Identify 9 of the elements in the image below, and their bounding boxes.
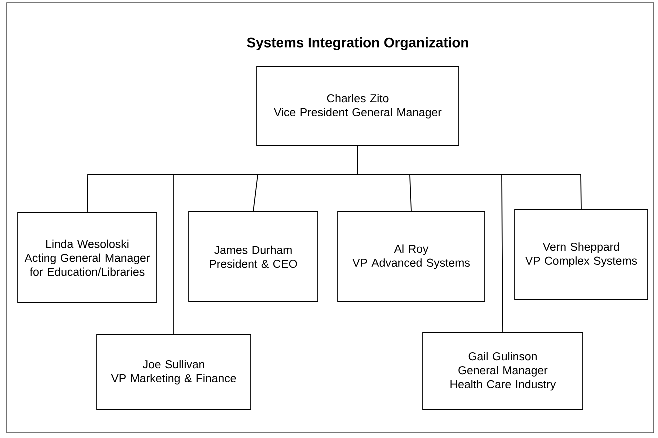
connector-line <box>358 146 582 210</box>
person-box: James Durham President & CEO <box>188 212 318 302</box>
person-box: Al Roy VP Advanced Systems <box>338 212 486 302</box>
title: Systems Integration Organization <box>247 37 468 51</box>
person-box: Gail Gulinson General Manager Health Care Industry <box>422 332 584 410</box>
person-box: Vern Sheppard VP Complex Systems <box>514 210 648 300</box>
person-box: Joe Sullivan VP Marketing & Finance <box>96 334 252 410</box>
person-box: Linda Wesoloski Acting General Manager for Education/Libraries <box>18 212 158 304</box>
person-box: Charles Zito Vice President General Manager <box>256 66 460 146</box>
